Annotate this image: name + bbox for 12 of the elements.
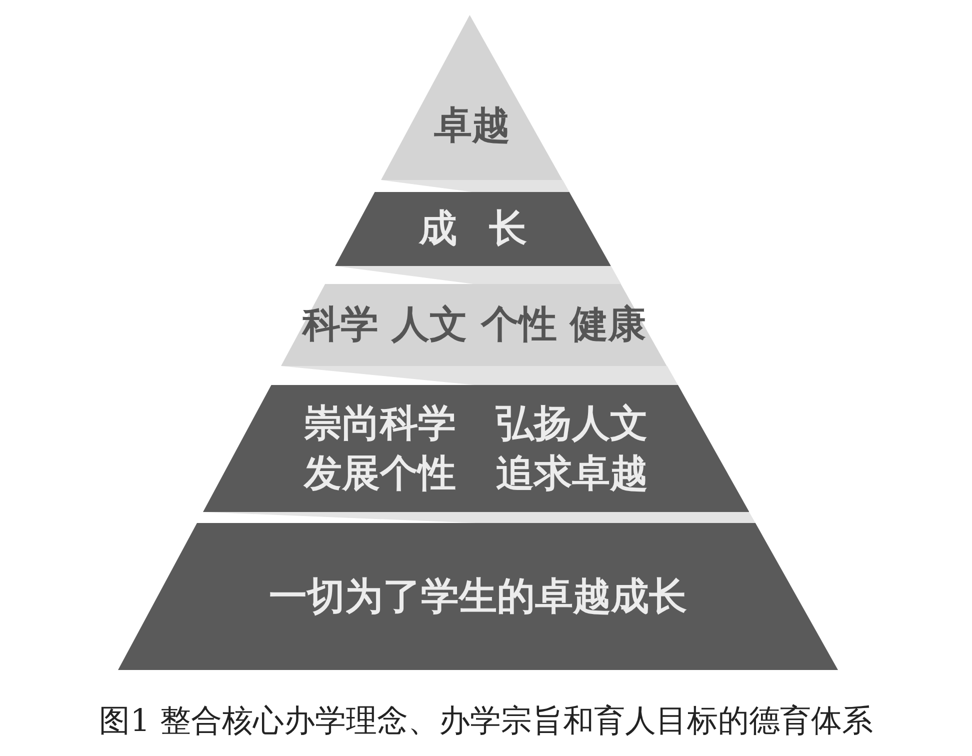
tier-label: 一切为了学生的卓越成长 xyxy=(269,572,687,620)
pyramid-tier xyxy=(118,523,838,670)
pyramid-tier xyxy=(281,284,668,366)
tier-label: 卓越 xyxy=(434,102,510,149)
pyramid-tier xyxy=(335,192,612,266)
tier-label: 发展个性 追求卓越 xyxy=(304,450,648,496)
tier-label: 成 长 xyxy=(418,205,528,252)
figure-caption: 图1 整合核心办学理念、办学宗旨和育人目标的德育体系 xyxy=(98,702,874,741)
pyramid-tier xyxy=(202,385,750,512)
tier-label: 科学 人文 个性 健康 xyxy=(302,301,646,348)
pyramid-tier xyxy=(381,15,563,180)
tier-label: 崇尚科学 弘扬人文 xyxy=(304,400,648,448)
